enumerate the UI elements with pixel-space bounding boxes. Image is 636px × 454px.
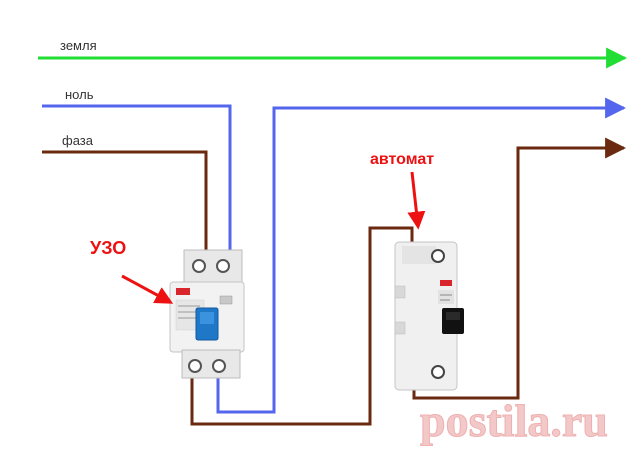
neutral-input-wire (42, 104, 232, 252)
neutral-wire-label: ноль (65, 87, 94, 102)
phase-input-wire (42, 150, 208, 252)
breaker-label: автомат (370, 151, 434, 168)
watermark-text: postila.ru (420, 395, 608, 446)
circuit-breaker-device (394, 241, 464, 391)
rcd-pointer-arrow (121, 274, 174, 304)
phase-output-wire (412, 137, 627, 400)
phase-rcd-to-breaker-wire (190, 226, 414, 426)
phase-wire-label: фаза (62, 133, 94, 148)
neutral-output-wire (216, 97, 627, 414)
rcd-label: УЗО (90, 238, 126, 258)
breaker-pointer-arrow (407, 171, 426, 230)
earth-wire-label: земля (60, 38, 97, 53)
rcd-device (169, 249, 245, 379)
